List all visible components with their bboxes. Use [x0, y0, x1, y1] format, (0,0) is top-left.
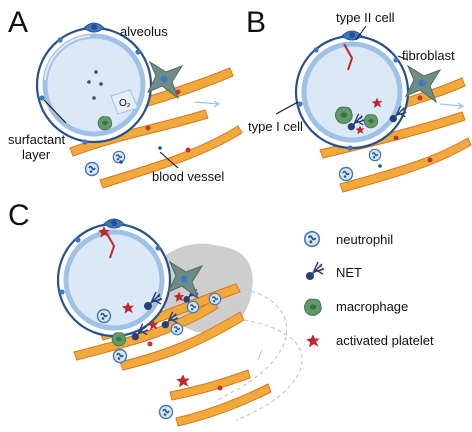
panel-b-fibroblast [404, 64, 442, 104]
legend: neutrophil NET macrophage activated plat… [303, 230, 434, 348]
panel-c-neutrophil [158, 404, 174, 420]
neutrophil-icon [303, 230, 321, 248]
legend-item-net: NET [305, 261, 362, 281]
macrophage-icon [303, 298, 322, 316]
panel-c-damaged-vessel [217, 287, 303, 421]
legend-item-macrophage: macrophage [303, 298, 408, 316]
panel-a-alveolus: O₂ [35, 22, 153, 145]
panel-b-neutrophil [338, 166, 354, 182]
panel-a-fibroblast [146, 60, 184, 100]
blood-vessel-label: blood vessel [152, 169, 224, 184]
panel-b-neutrophil [368, 148, 382, 162]
panel-c-neutrophil [186, 300, 200, 314]
panel-a-letter: A [8, 6, 28, 39]
legend-net-label: NET [336, 265, 362, 280]
panel-b: B [246, 6, 472, 193]
legend-macrophage-label: macrophage [336, 299, 408, 314]
panel-c-alveolus [56, 218, 172, 338]
type2-cell-label: type II cell [336, 10, 395, 25]
surfactant-label-line1: surfactant [8, 132, 65, 147]
legend-item-neutrophil: neutrophil [303, 230, 393, 248]
panel-a: A O₂ [8, 6, 243, 189]
panel-c-neutrophil [96, 308, 112, 324]
panel-c-neutrophil [112, 348, 128, 364]
alveolus-label: alveolus [120, 24, 168, 39]
panel-a-macrophage [97, 116, 113, 131]
panel-c: C [8, 199, 303, 427]
panel-b-alveolus [294, 30, 410, 151]
panel-c-macrophage [111, 332, 127, 347]
panel-c-letter: C [8, 199, 30, 232]
panel-c-neutrophil [170, 322, 184, 336]
panel-a-neutrophil [112, 150, 126, 164]
legend-neutrophil-label: neutrophil [336, 232, 393, 247]
panel-c-platelet [176, 374, 190, 388]
panel-c-fibroblast [166, 260, 204, 300]
fibroblast-label: fibroblast [402, 48, 455, 63]
platelet-icon [306, 334, 320, 348]
o2-label: O₂ [119, 98, 131, 109]
panel-b-macrophage [334, 106, 353, 124]
legend-activated-platelet-label: activated platelet [336, 333, 434, 348]
panel-b-letter: B [246, 6, 266, 39]
panel-a-neutrophil [84, 161, 100, 177]
surfactant-label-line2: layer [22, 147, 51, 162]
legend-item-activated-platelet: activated platelet [306, 333, 434, 348]
panel-b-macrophage [363, 114, 379, 129]
type1-cell-label: type I cell [248, 119, 303, 134]
net-icon [305, 261, 325, 281]
panel-c-neutrophil [208, 292, 222, 306]
